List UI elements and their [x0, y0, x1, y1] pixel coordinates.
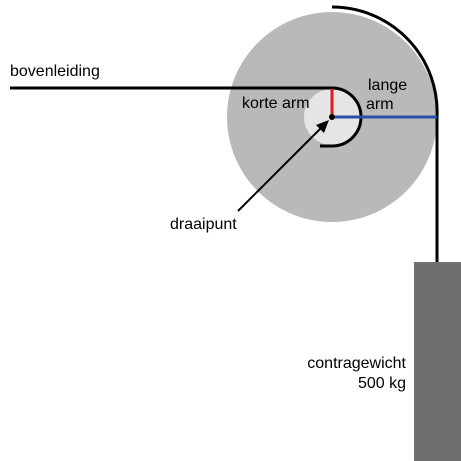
pivot-arrow-head — [316, 120, 329, 133]
pivot-arrow-shaft — [237, 126, 323, 212]
label-lange-arm-line1: lange — [368, 77, 407, 94]
pivot-point — [329, 114, 335, 120]
label-lange-arm-line2: arm — [366, 96, 394, 113]
label-contragewicht: contragewicht — [307, 355, 406, 372]
label-weight: 500 kg — [358, 375, 406, 392]
label-bovenleiding: bovenleiding — [10, 63, 100, 80]
label-draaipunt: draaipunt — [170, 216, 237, 233]
counterweight-block — [414, 262, 461, 461]
label-korte-arm: korte arm — [242, 95, 310, 112]
counterweight-cable — [331, 5, 439, 262]
